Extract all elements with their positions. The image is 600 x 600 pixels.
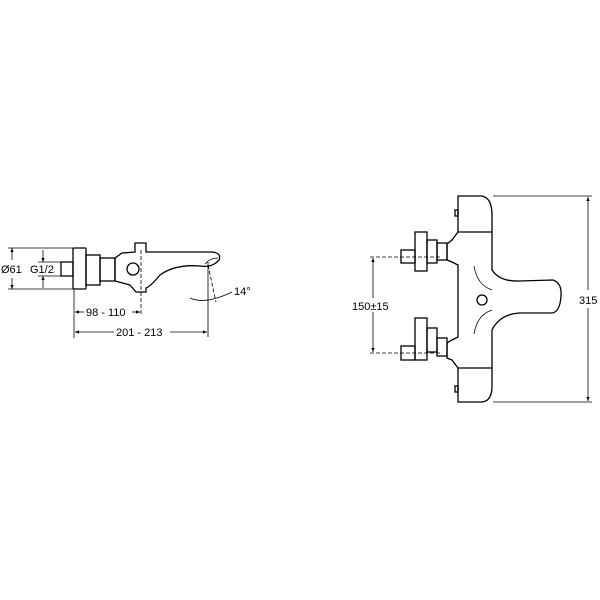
dim-diameter-label: Ø61 [1,264,22,276]
dim-thread-label: G1/2 [30,264,54,276]
side-view-dimensions [8,247,233,338]
side-view-faucet [60,242,221,293]
front-view-dimensions [370,195,592,403]
dim-valve-offset-label: 98 - 110 [86,307,126,319]
dim-height-label: 315 [579,295,597,307]
front-view-faucet [400,195,562,403]
dim-total-projection-label: 201 - 213 [116,327,162,339]
dim-centers-label: 150±15 [352,301,389,313]
dim-spout-angle-label: 14° [234,286,251,298]
